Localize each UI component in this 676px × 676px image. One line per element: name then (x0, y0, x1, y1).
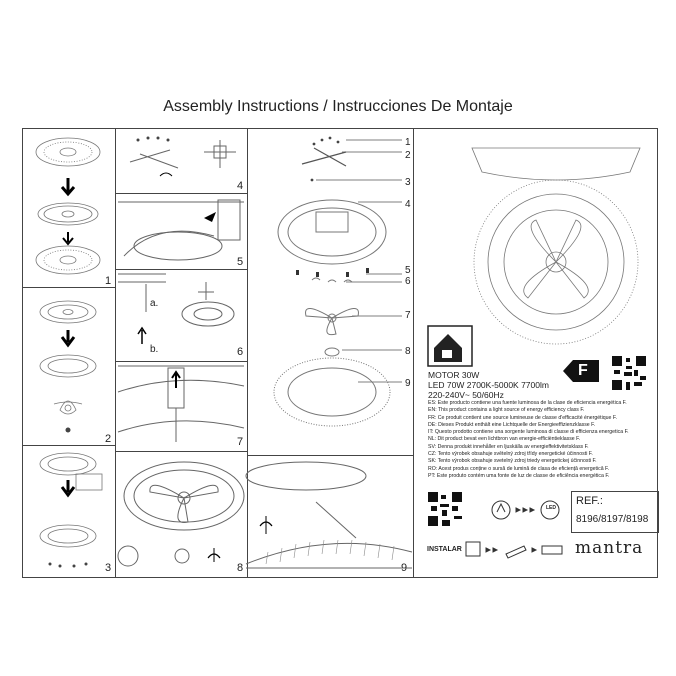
divider (115, 129, 116, 577)
voltage-spec: 220-240V~ 50/60Hz (428, 390, 504, 400)
part-number: 7 (405, 310, 411, 321)
usage-icons (491, 500, 560, 520)
energy-class-letter: F (578, 362, 588, 379)
energy-statement: PT: Este produto contém uma fonte de luz… (428, 472, 610, 479)
energy-statement: EN: This product contains a light source… (428, 407, 585, 414)
energy-statement: ES: Este producto contiene una fuente lu… (428, 400, 627, 406)
step6-drawing (118, 273, 235, 344)
divider (115, 361, 247, 362)
step-number: 3 (104, 562, 113, 574)
reference-box: REF.: 8196/8197/8198 (571, 491, 659, 533)
energy-statement: NL: Dit product bevat een lichtbron van … (428, 436, 581, 443)
divider (115, 451, 247, 452)
energy-statements: ES: Este producto contiene una fuente lu… (428, 400, 656, 480)
step1-drawing (35, 137, 101, 275)
part-number: 5 (405, 265, 411, 276)
part-number: 3 (405, 177, 411, 188)
step7-drawing (117, 365, 245, 442)
energy-class-arrow-icon (563, 360, 599, 382)
brand-logo: mantra (575, 538, 644, 558)
step8-drawing (117, 461, 245, 567)
step5-drawing (118, 199, 244, 261)
divider (115, 193, 247, 194)
qr-code-icon (612, 356, 646, 390)
step3-drawing (39, 452, 103, 568)
step-number: 5 (236, 256, 245, 268)
install-icons (465, 541, 563, 559)
step6-label-a: a. (150, 298, 159, 309)
energy-label-icon (427, 325, 473, 367)
divider (247, 455, 413, 456)
divider (23, 445, 115, 446)
step9-drawing (245, 461, 413, 569)
qr-code-icon (428, 492, 462, 526)
energy-statement: DE: Dieses Produkt enthält eine Lichtque… (428, 421, 596, 428)
step4-drawing (129, 136, 236, 177)
divider (115, 269, 247, 270)
part-number: 4 (405, 199, 411, 210)
exploded-view-drawing (273, 136, 402, 427)
product-specs: MOTOR 30W LED 70W 2700K-5000K 7700lm 220… (428, 370, 549, 400)
reference-numbers: 8196/8197/8198 (576, 514, 649, 525)
energy-statement: CZ: Tento výrobek obsahuje světelný zdro… (428, 451, 593, 458)
instruction-sheet (22, 128, 658, 578)
step-number: 7 (236, 436, 245, 448)
part-number: 8 (405, 346, 411, 357)
step6-label-b: b. (150, 344, 159, 355)
energy-statement: IT: Questo prodotto contiene una sorgent… (428, 429, 629, 436)
step-number: 8 (236, 562, 245, 574)
step2-drawing (39, 300, 97, 433)
energy-statement: FR: Ce produit contient une source lumin… (428, 414, 617, 421)
energy-statement: RO: Acest produs conține o sursă de lumi… (428, 465, 610, 472)
part-number: 1 (405, 137, 411, 148)
divider (413, 129, 414, 577)
led-spec: LED 70W 2700K-5000K 7700lm (428, 380, 549, 390)
step-number: 4 (236, 180, 245, 192)
part-number: 9 (405, 378, 411, 389)
product-drawing (471, 147, 641, 345)
step-number: 2 (104, 433, 113, 445)
divider (23, 287, 115, 288)
energy-statement: SV: Denna produkt innehåller en ljuskäll… (428, 443, 589, 450)
part-number: 2 (405, 150, 411, 161)
install-label: INSTALAR (427, 546, 462, 553)
step-number: 1 (104, 275, 113, 287)
reference-label: REF.: (576, 495, 603, 507)
page-title: Assembly Instructions / Instrucciones De… (163, 98, 513, 115)
energy-statement: SK: Tento výrobok obsahuje svetelný zdro… (428, 458, 597, 465)
motor-spec: MOTOR 30W (428, 370, 480, 380)
step-number: 6 (236, 346, 245, 358)
part-number: 6 (405, 276, 411, 287)
divider (247, 129, 248, 577)
led-badge: LED (546, 505, 556, 511)
